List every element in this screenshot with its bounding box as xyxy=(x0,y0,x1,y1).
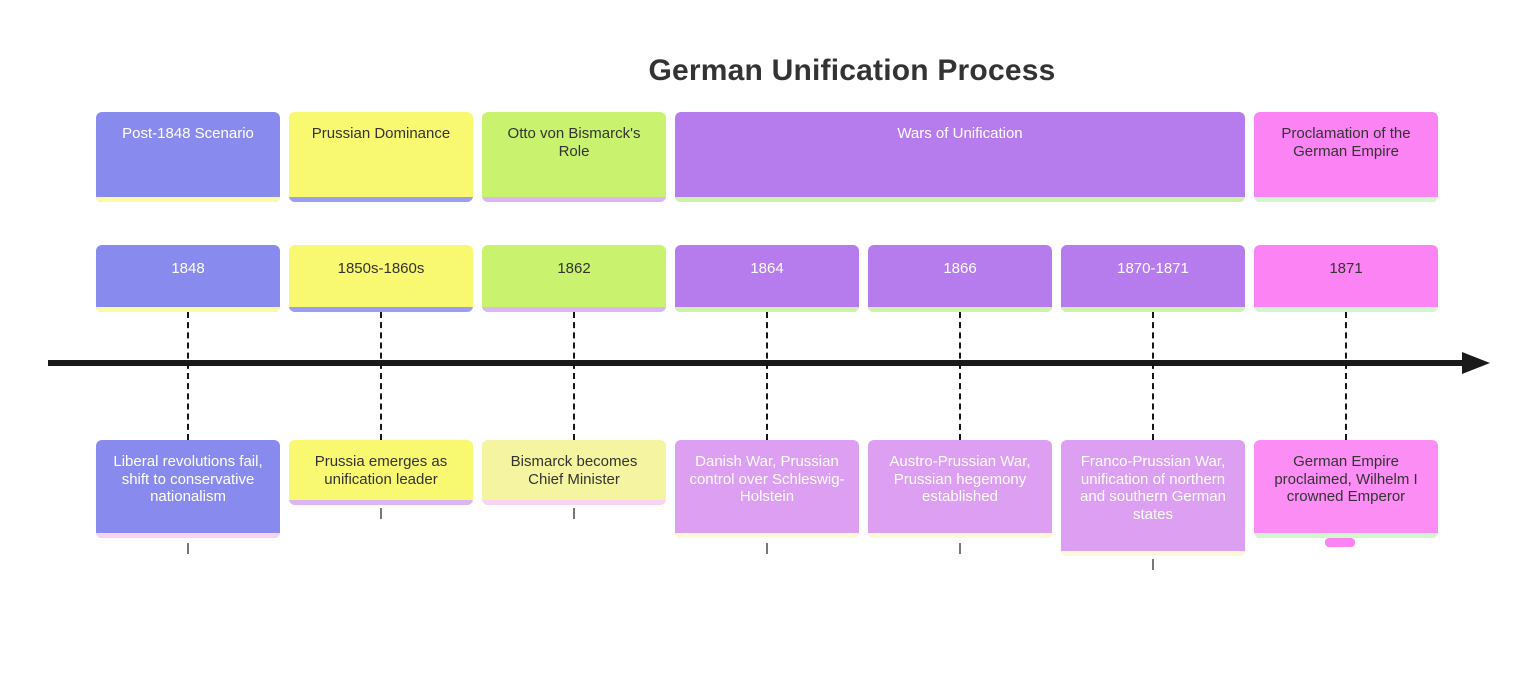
year-strip xyxy=(96,307,280,312)
section-label: Wars of Unification xyxy=(897,125,1023,142)
event-description: Danish War, Prussian control over Schles… xyxy=(689,453,845,505)
year-strip xyxy=(482,307,666,312)
year-box-1864: 1864 xyxy=(675,245,859,312)
year-box-1848: 1848 xyxy=(96,245,280,312)
connector-dashed-line xyxy=(766,312,768,440)
connector-stub xyxy=(766,543,768,554)
section-strip xyxy=(482,197,666,202)
year-box-1866: 1866 xyxy=(868,245,1052,312)
event-box-franco-prussian-war: Franco-Prussian War, unification of nort… xyxy=(1061,440,1245,556)
event-box-liberal-revolutions: Liberal revolutions fail, shift to conse… xyxy=(96,440,280,538)
year-label: 1871 xyxy=(1329,260,1363,277)
year-box-1862: 1862 xyxy=(482,245,666,312)
section-strip xyxy=(1254,197,1438,202)
section-header-post-1848: Post-1848 Scenario xyxy=(96,112,280,202)
year-strip xyxy=(868,307,1052,312)
year-strip xyxy=(675,307,859,312)
section-header-prussian-dominance: Prussian Dominance xyxy=(289,112,473,202)
connector-dashed-line xyxy=(1345,312,1347,440)
event-description: Austro-Prussian War, Prussian hegemony e… xyxy=(889,453,1031,505)
section-header-proclamation: Proclamation of the German Empire xyxy=(1254,112,1438,202)
event-description: German Empire proclaimed, Wilhelm I crow… xyxy=(1274,453,1418,505)
year-label: 1848 xyxy=(171,260,205,277)
event-box-prussia-emerges: Prussia emerges as unification leader xyxy=(289,440,473,505)
event-description: Franco-Prussian War, unification of nort… xyxy=(1080,453,1226,523)
section-label: Otto von Bismarck's Role xyxy=(507,125,641,160)
event-box-bismarck-minister: Bismarck becomes Chief Minister xyxy=(482,440,666,505)
event-box-austro-prussian-war: Austro-Prussian War, Prussian hegemony e… xyxy=(868,440,1052,538)
page-title: German Unification Process xyxy=(648,54,1056,87)
year-label: 1862 xyxy=(557,260,591,277)
event-strip xyxy=(675,533,859,538)
section-strip xyxy=(289,197,473,202)
event-description: Prussia emerges as unification leader xyxy=(314,453,448,488)
connector-stub xyxy=(187,543,189,554)
timeline-arrowhead-icon xyxy=(1462,352,1490,374)
year-box-1871: 1871 xyxy=(1254,245,1438,312)
connector-dashed-line xyxy=(380,312,382,440)
year-label: 1866 xyxy=(943,260,977,277)
year-label: 1864 xyxy=(750,260,784,277)
year-label: 1850s-1860s xyxy=(337,260,425,277)
event-strip xyxy=(482,500,666,505)
connector-dashed-line xyxy=(187,312,189,440)
event-description: Liberal revolutions fail, shift to conse… xyxy=(113,453,263,505)
event-box-empire-proclaimed: German Empire proclaimed, Wilhelm I crow… xyxy=(1254,440,1438,538)
timeline-end-nub xyxy=(1325,538,1355,547)
connector-dashed-line xyxy=(573,312,575,440)
year-box-1870-1871: 1870-1871 xyxy=(1061,245,1245,312)
section-strip xyxy=(96,197,280,202)
event-strip xyxy=(1254,533,1438,538)
event-description: Bismarck becomes Chief Minister xyxy=(510,453,638,488)
section-header-wars-of-unification: Wars of Unification xyxy=(675,112,1245,202)
section-header-bismarck-role: Otto von Bismarck's Role xyxy=(482,112,666,202)
event-box-danish-war: Danish War, Prussian control over Schles… xyxy=(675,440,859,538)
section-label: Proclamation of the German Empire xyxy=(1281,125,1411,160)
connector-dashed-line xyxy=(959,312,961,440)
section-label: Post-1848 Scenario xyxy=(122,125,254,142)
year-strip xyxy=(289,307,473,312)
connector-dashed-line xyxy=(1152,312,1154,440)
event-strip xyxy=(96,533,280,538)
connector-stub xyxy=(573,508,575,519)
year-strip xyxy=(1061,307,1245,312)
timeline-axis xyxy=(48,360,1466,366)
section-strip xyxy=(675,197,1245,202)
connector-stub xyxy=(380,508,382,519)
year-label: 1870-1871 xyxy=(1117,260,1189,277)
year-strip xyxy=(1254,307,1438,312)
section-label: Prussian Dominance xyxy=(311,125,451,142)
event-strip xyxy=(1061,551,1245,556)
connector-stub xyxy=(959,543,961,554)
event-strip xyxy=(289,500,473,505)
event-strip xyxy=(868,533,1052,538)
connector-stub xyxy=(1152,559,1154,570)
year-box-1850s-1860s: 1850s-1860s xyxy=(289,245,473,312)
